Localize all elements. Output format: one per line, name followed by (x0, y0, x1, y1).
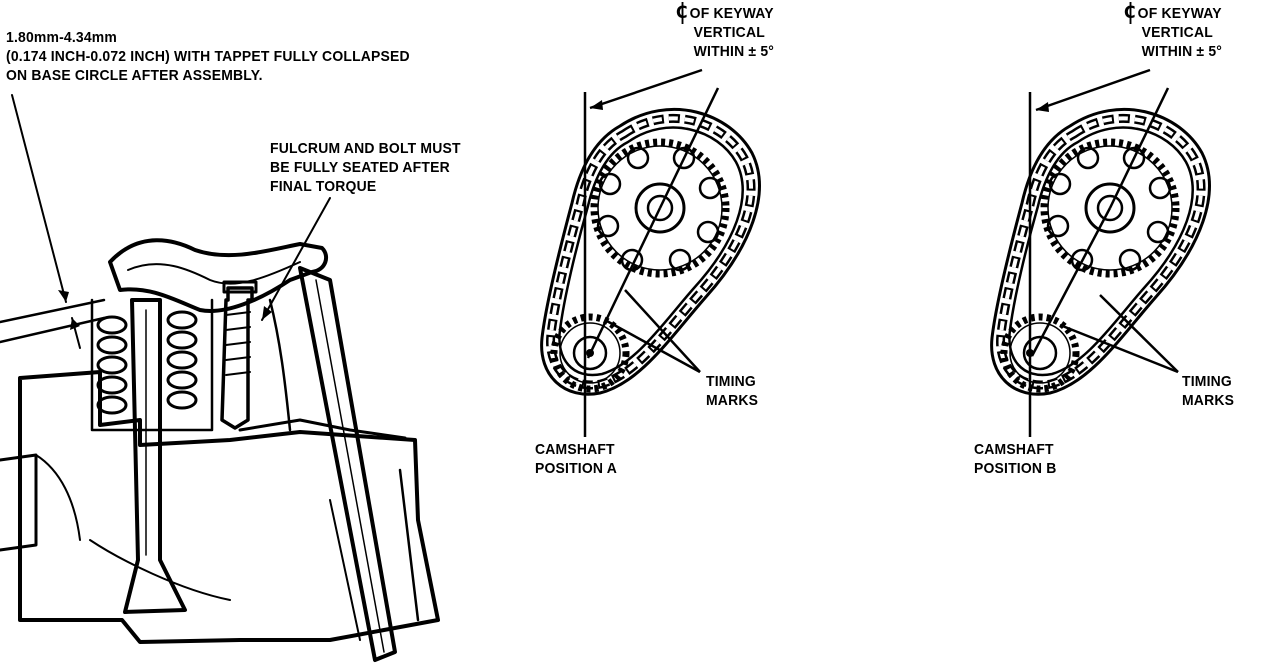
timing-gears-position-a (542, 87, 760, 394)
keyway-a-line-1: OF KEYWAY (689, 5, 774, 22)
timing-a-line-2: MARKS (706, 392, 759, 409)
keyway-b-line-3: WITHIN ± 5° (1141, 43, 1223, 60)
fulcrum-line-1: FULCRUM AND BOLT MUST (270, 140, 461, 157)
clearance-line-1: 1.80mm-4.34mm (6, 29, 117, 46)
camshaft-position-a-label: CAMSHAFT POSITION A (535, 440, 617, 478)
clearance-callout: 1.80mm-4.34mm (0.174 INCH-0.072 INCH) WI… (6, 28, 410, 85)
camshaft-position-b-label: CAMSHAFT POSITION B (974, 440, 1056, 478)
fulcrum-callout: FULCRUM AND BOLT MUST BE FULLY SEATED AF… (270, 139, 461, 196)
timing-marks-label-b: TIMING MARKS (1182, 372, 1234, 410)
timing-a-line-1: TIMING (706, 373, 756, 390)
cylinder-head-drawing (0, 94, 440, 662)
keyway-a-line-2: VERTICAL (693, 24, 765, 41)
keyway-a-line-3: WITHIN ± 5° (693, 43, 775, 60)
fulcrum-line-2: BE FULLY SEATED AFTER (270, 159, 450, 176)
fulcrum-line-3: FINAL TORQUE (270, 178, 377, 195)
centerline-symbol: C (1124, 2, 1136, 24)
keyway-b-line-2: VERTICAL (1141, 24, 1213, 41)
timing-b-line-2: MARKS (1182, 392, 1235, 409)
position-b-leaders (1028, 68, 1179, 437)
camshaft-b-line-2: POSITION B (974, 460, 1057, 477)
clearance-line-3: ON BASE CIRCLE AFTER ASSEMBLY. (6, 67, 263, 84)
camshaft-a-line-2: POSITION A (535, 460, 617, 477)
timing-gears-position-b (992, 87, 1210, 394)
camshaft-b-line-1: CAMSHAFT (974, 441, 1054, 458)
clearance-line-2: (0.174 INCH-0.072 INCH) WITH TAPPET FULL… (6, 48, 410, 65)
position-a-leaders (583, 68, 703, 437)
camshaft-a-line-1: CAMSHAFT (535, 441, 615, 458)
keyway-b-line-1: OF KEYWAY (1137, 5, 1222, 22)
timing-marks-label-a: TIMING MARKS (706, 372, 758, 410)
centerline-symbol: C (676, 2, 688, 24)
timing-b-line-1: TIMING (1182, 373, 1232, 390)
